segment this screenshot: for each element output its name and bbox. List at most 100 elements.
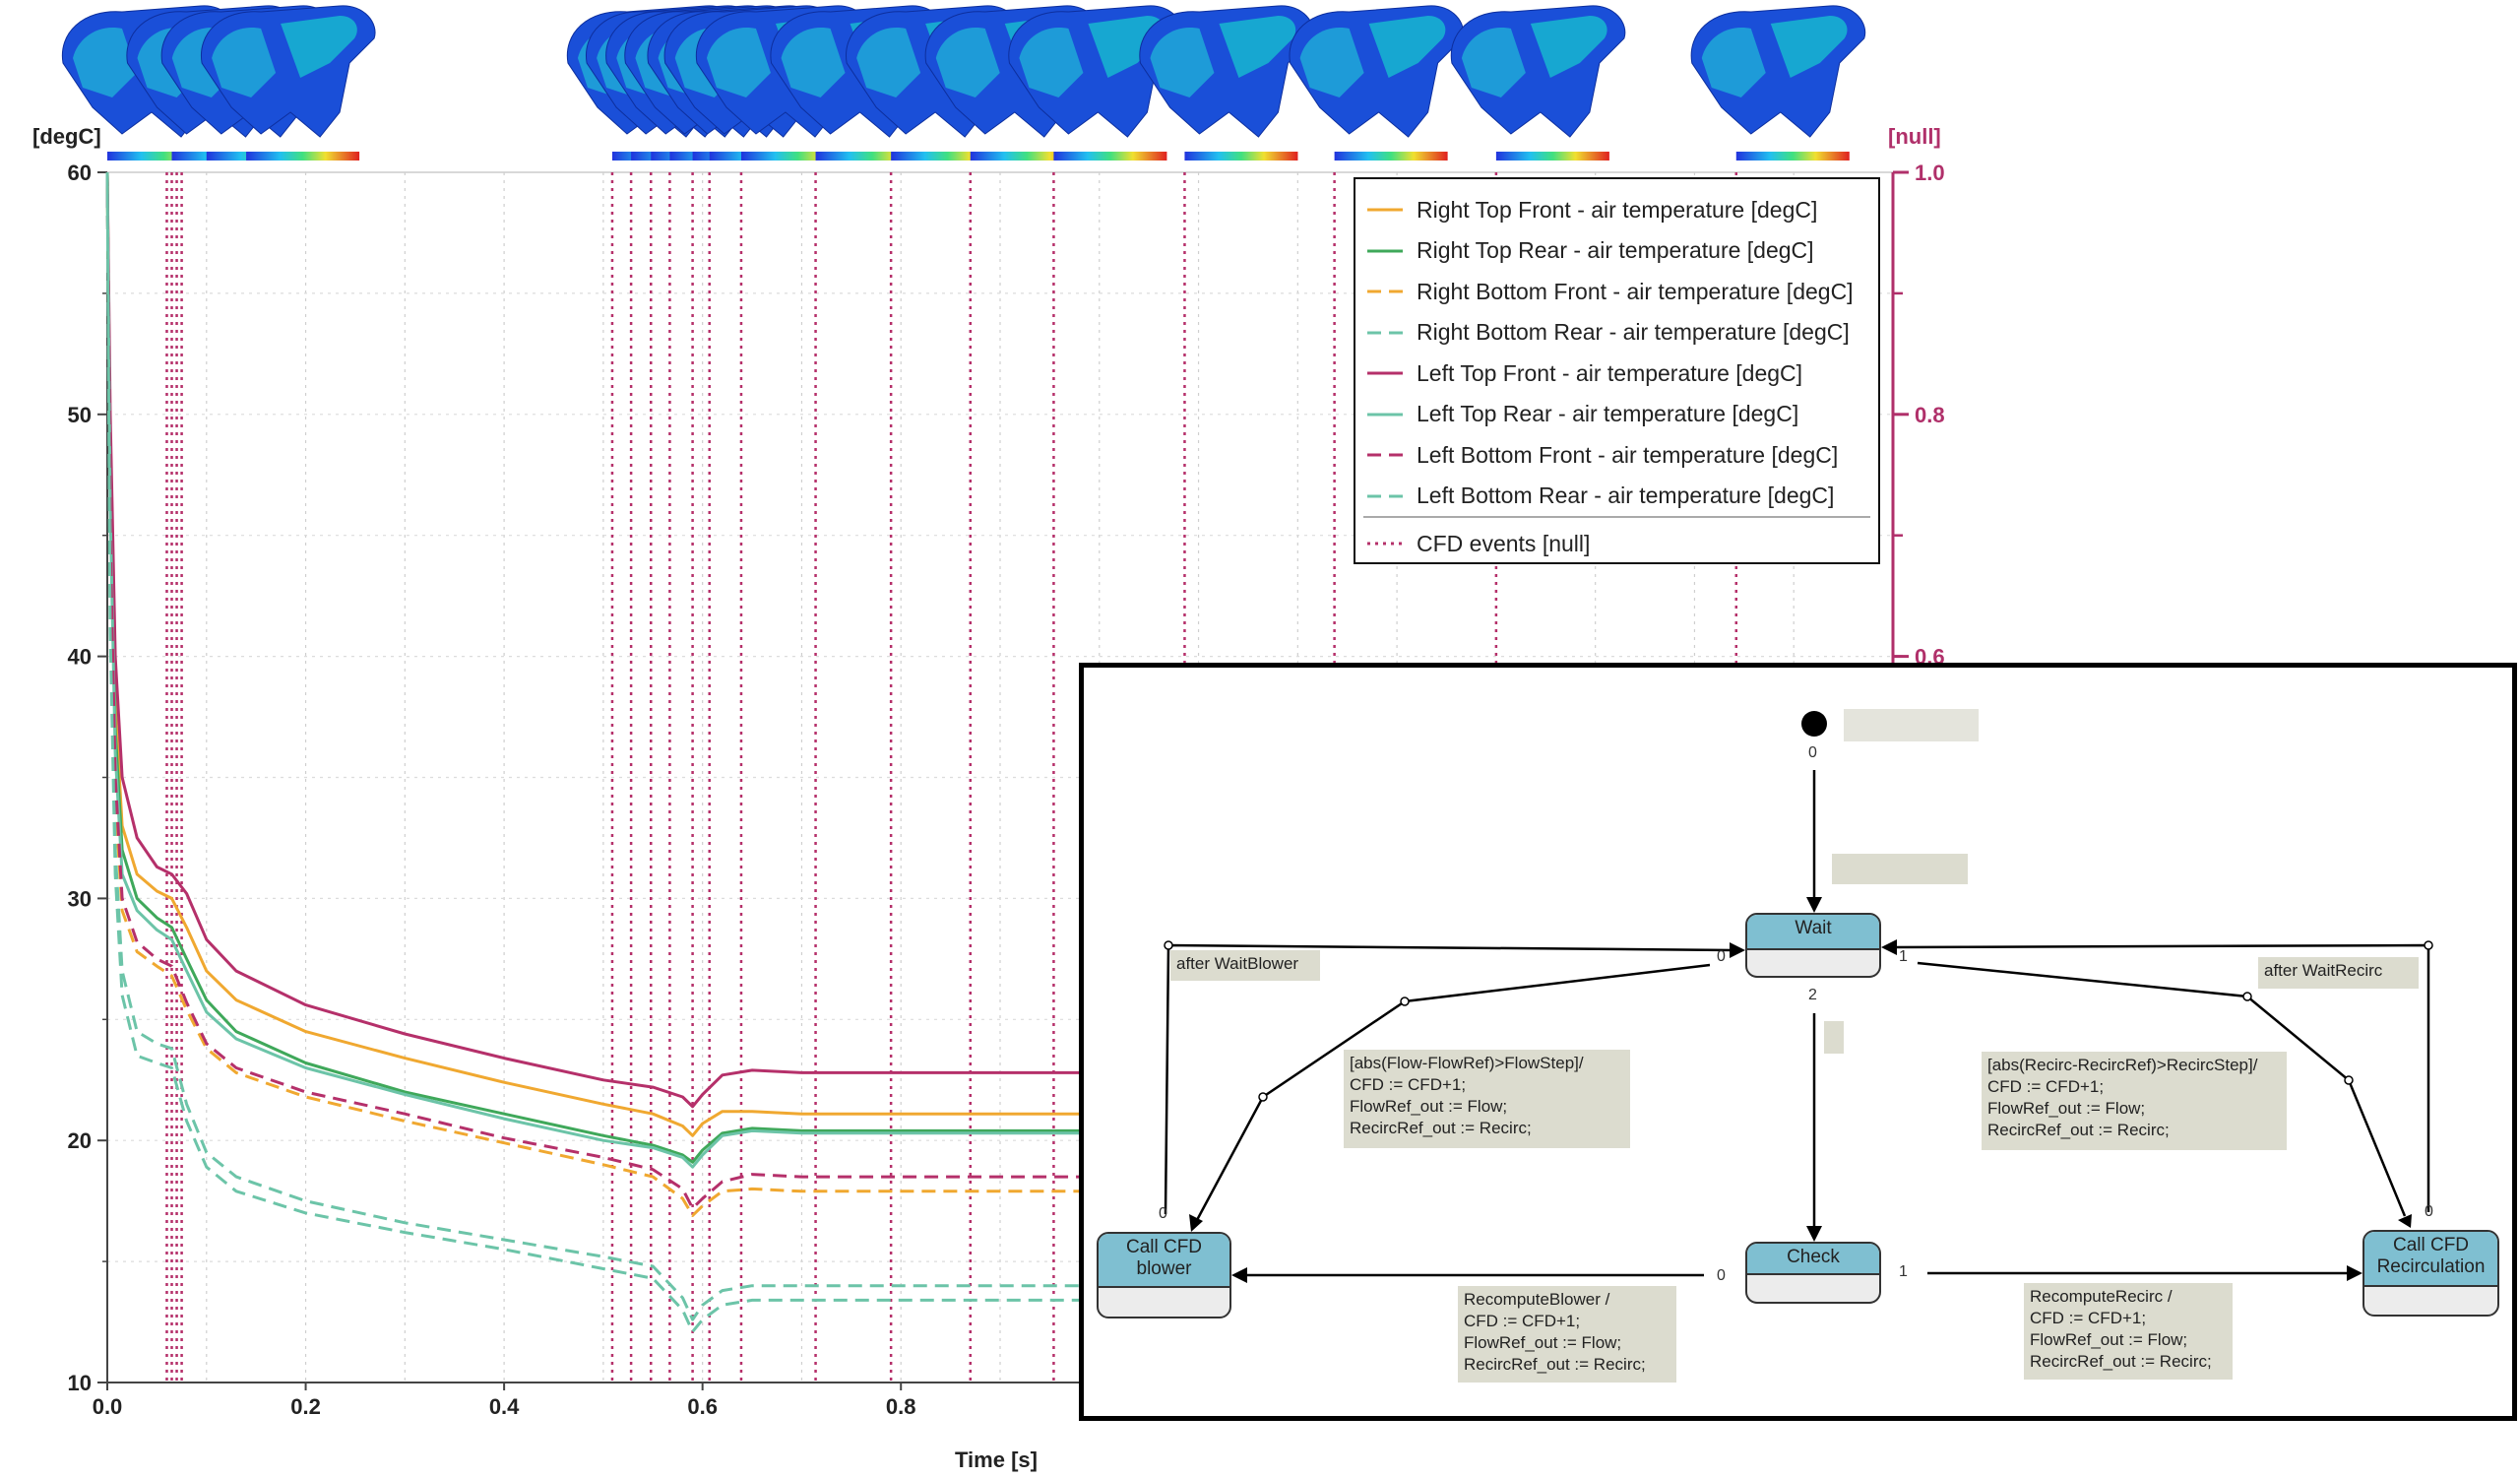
- state-recirc-label: Call CFD Recirculation: [2364, 1232, 2497, 1287]
- recirc-guard-transition: [1917, 961, 2407, 1217]
- cfd-thumbnail: [1289, 5, 1465, 161]
- series-line: [105, 171, 1893, 1210]
- series-line: [105, 171, 1893, 1109]
- y-tick-label: 10: [68, 1371, 92, 1395]
- initial-state-dot: [1801, 711, 1827, 737]
- colorbar: [891, 152, 1005, 161]
- y-tick-label: 30: [68, 886, 92, 911]
- check-transition-label-placeholder: [1824, 1021, 1844, 1054]
- cfd-thumbnail: [1450, 5, 1626, 161]
- priority-check-right: 1: [1899, 1263, 1908, 1280]
- y2-tick-label: 1.0: [1915, 161, 1945, 185]
- priority-wait-right: 1: [1899, 948, 1908, 965]
- legend-swatch: [1367, 542, 1403, 546]
- flow-guard-label: [abs(Flow-FlowRef)>FlowStep]/ CFD := CFD…: [1344, 1050, 1630, 1148]
- y-tick-label: 60: [68, 161, 92, 185]
- state-check[interactable]: Check: [1745, 1242, 1881, 1304]
- legend-label: Right Bottom Front - air temperature [de…: [1417, 278, 1854, 304]
- series-line: [105, 171, 1893, 1217]
- car-highlight-icon: [1701, 28, 1766, 98]
- priority-wait-down: 2: [1808, 987, 1817, 1003]
- legend-item: Right Top Rear - air temperature [degC]: [1365, 236, 1814, 266]
- legend-label: Right Top Rear - air temperature [degC]: [1417, 237, 1814, 263]
- legend-swatch: [1367, 453, 1403, 457]
- legend-item: Left Top Rear - air temperature [degC]: [1365, 400, 1798, 429]
- legend-swatch: [1367, 371, 1403, 375]
- legend-label: Left Top Rear - air temperature [degC]: [1417, 401, 1799, 426]
- cfd-thumbnail: [200, 5, 376, 161]
- series-line: [105, 171, 1893, 1169]
- legend-item: Left Bottom Rear - air temperature [degC…: [1365, 482, 1834, 511]
- car-highlight-icon: [1219, 16, 1296, 78]
- colorbar: [1053, 152, 1167, 161]
- legend-label: Right Bottom Rear - air temperature [deg…: [1417, 319, 1850, 345]
- car-highlight-icon: [781, 28, 846, 98]
- legend-label: Left Bottom Rear - air temperature [degC…: [1417, 482, 1835, 508]
- chart-legend: Right Top Front - air temperature [degC]…: [1354, 177, 1880, 564]
- car-highlight-icon: [1770, 16, 1848, 78]
- series-line: [105, 171, 1893, 1137]
- legend-item: Left Bottom Front - air temperature [deg…: [1365, 440, 1838, 470]
- y-axis-label: [degC]: [32, 124, 101, 149]
- x-tick-label: 0.2: [290, 1394, 321, 1419]
- legend-swatch: [1367, 289, 1403, 293]
- state-blower-label: Call CFD blower: [1099, 1234, 1229, 1288]
- car-highlight-icon: [706, 28, 771, 98]
- legend-item: Right Top Front - air temperature [degC]: [1365, 195, 1817, 225]
- y2-axis-label: [null]: [1888, 124, 1941, 149]
- state-wait-label: Wait: [1747, 915, 1879, 950]
- series-line: [105, 171, 1893, 1164]
- legend-swatch: [1367, 494, 1403, 497]
- recompute-blower-label: RecomputeBlower / CFD := CFD+1; FlowRef_…: [1458, 1286, 1676, 1383]
- legend-label: Left Bottom Front - air temperature [deg…: [1417, 441, 1839, 468]
- recirc-guard-label: [abs(Recirc-RecircRef)>RecircStep]/ CFD …: [1982, 1052, 2287, 1150]
- x-tick-label: 0.8: [886, 1394, 916, 1419]
- y-tick-label: 20: [68, 1128, 92, 1153]
- after-waitrecirc-label: after WaitRecirc: [2258, 957, 2419, 989]
- car-highlight-icon: [73, 28, 137, 98]
- cfd-thumbnail: [1008, 5, 1183, 161]
- cfd-thumbnail: [1690, 5, 1866, 161]
- priority-recirc-top: 0: [2425, 1203, 2433, 1220]
- cfd-thumbnail: [1139, 5, 1314, 161]
- legend-label: CFD events [null]: [1417, 530, 1591, 556]
- car-highlight-icon: [1461, 28, 1526, 98]
- priority-wait-left: 0: [1717, 948, 1726, 965]
- colorbar: [815, 152, 929, 161]
- legend-swatch: [1367, 331, 1403, 334]
- legend-separator: [1363, 516, 1870, 518]
- legend-item: Right Bottom Front - air temperature [de…: [1365, 277, 1854, 306]
- car-highlight-icon: [1530, 16, 1607, 78]
- state-call-cfd-recirculation[interactable]: Call CFD Recirculation: [2362, 1230, 2499, 1317]
- legend-swatch: [1367, 413, 1403, 416]
- car-highlight-icon: [1019, 28, 1084, 98]
- legend-label: Right Top Front - air temperature [degC]: [1417, 196, 1818, 223]
- y-tick-label: 40: [68, 645, 92, 670]
- x-axis-label: Time [s]: [955, 1447, 1038, 1472]
- x-tick-label: 0.4: [489, 1394, 520, 1419]
- car-highlight-icon: [1368, 16, 1446, 78]
- state-wait[interactable]: Wait: [1745, 913, 1881, 978]
- series-line: [105, 171, 1893, 1333]
- state-call-cfd-blower[interactable]: Call CFD blower: [1097, 1232, 1231, 1318]
- recompute-recirc-label: RecomputeRecirc / CFD := CFD+1; FlowRef_…: [2024, 1283, 2233, 1380]
- flow-guard-transition: [1195, 963, 1711, 1221]
- x-tick-label: 0.6: [687, 1394, 718, 1419]
- colorbar: [970, 152, 1084, 161]
- legend-item-events: CFD events [null]: [1365, 529, 1590, 558]
- state-check-label: Check: [1747, 1244, 1879, 1275]
- priority-blower-top: 0: [1159, 1205, 1167, 1222]
- colorbar: [1334, 152, 1448, 161]
- initial-label-placeholder: [1844, 709, 1979, 741]
- colorbar: [246, 152, 360, 161]
- colorbar: [1735, 152, 1850, 161]
- car-highlight-icon: [856, 28, 921, 98]
- legend-item: Left Top Front - air temperature [degC]: [1365, 358, 1802, 388]
- legend-swatch: [1367, 249, 1403, 252]
- car-highlight-icon: [935, 28, 1000, 98]
- x-tick-label: 0.0: [93, 1394, 123, 1419]
- legend-swatch: [1367, 208, 1403, 212]
- legend-item: Right Bottom Rear - air temperature [deg…: [1365, 318, 1850, 348]
- y-tick-label: 50: [68, 403, 92, 427]
- priority-init: 0: [1808, 744, 1817, 761]
